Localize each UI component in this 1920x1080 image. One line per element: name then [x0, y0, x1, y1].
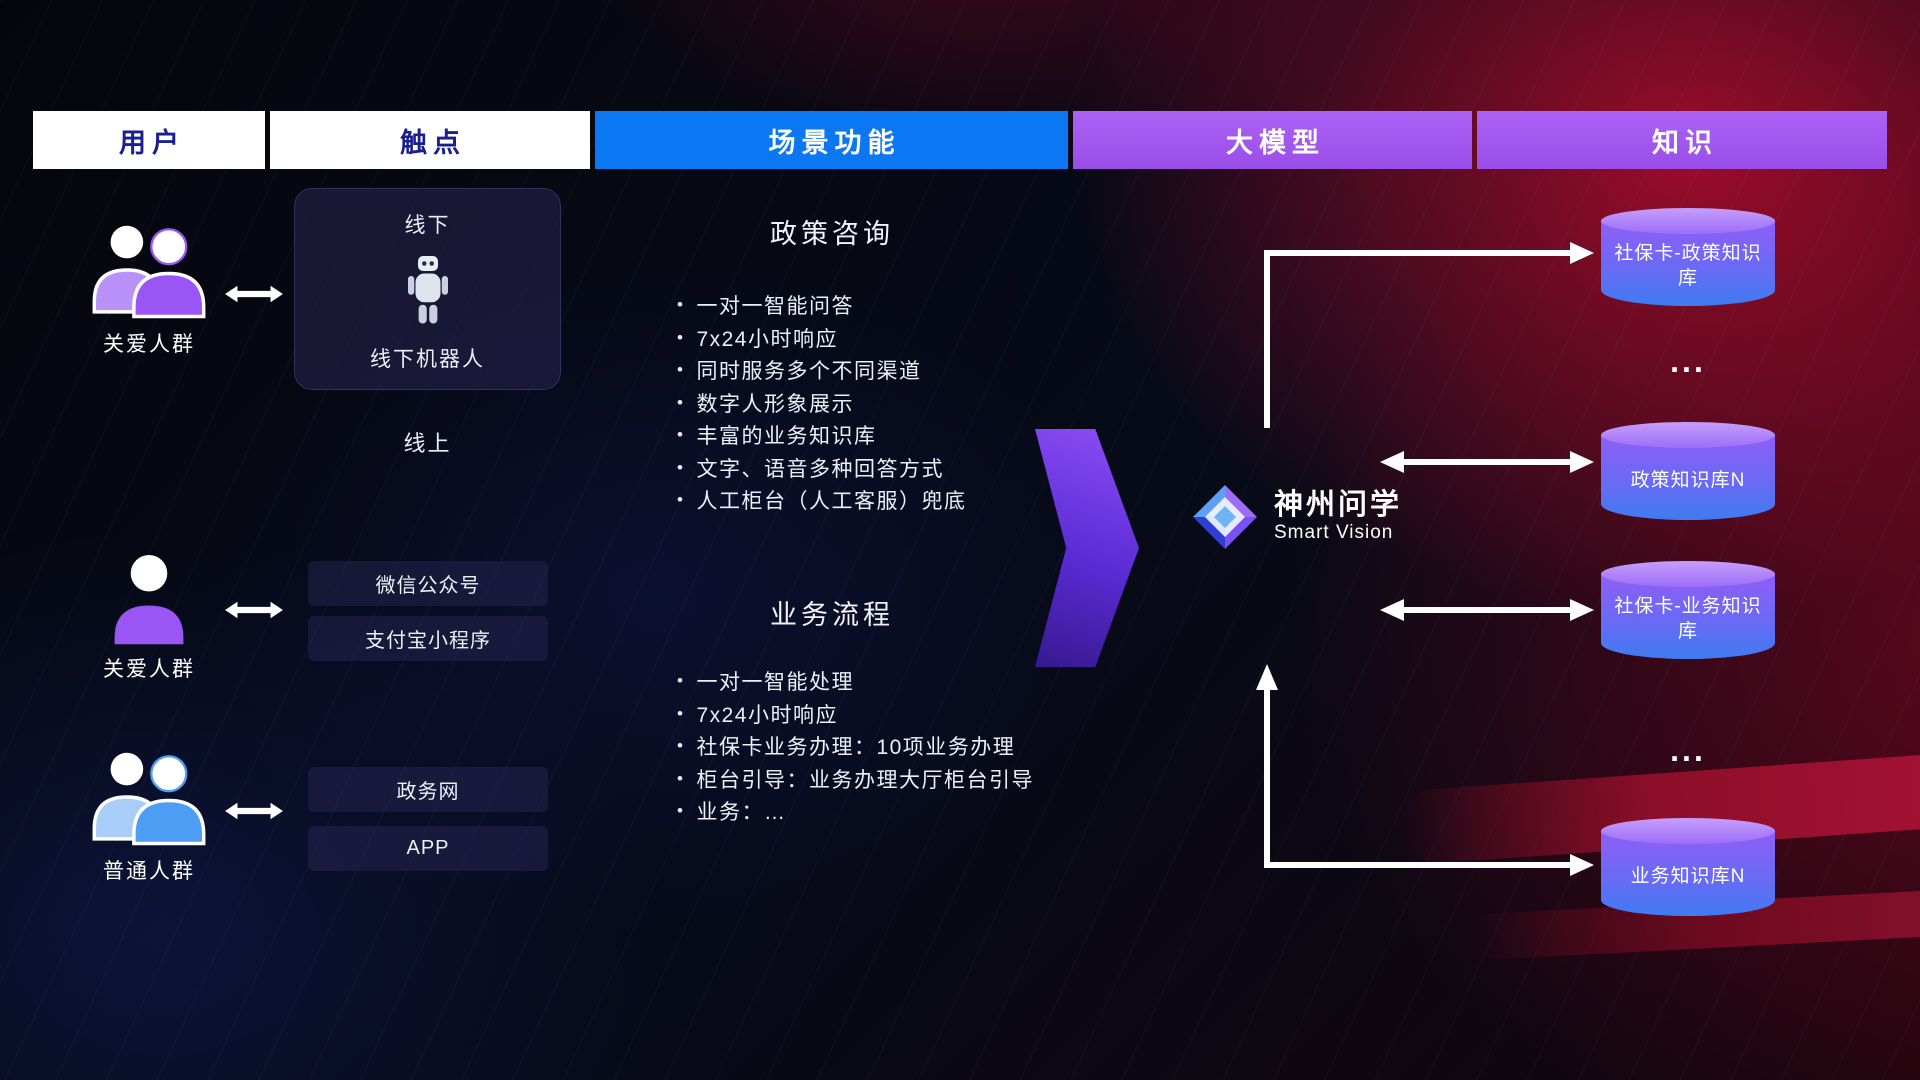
touchpoint-item-wechat: 微信公众号: [308, 561, 548, 606]
scenario-item: 文字、语音多种回答方式: [677, 452, 966, 485]
touchpoint-item-alipay: 支付宝小程序: [308, 616, 548, 661]
scenario-item: 7x24小时响应: [677, 322, 966, 355]
db-cylinder-top: [1601, 422, 1775, 448]
bidirectional-arrow-icon: [225, 601, 283, 619]
bidirectional-arrow-icon: [225, 285, 283, 303]
scenario-item: 人工柜台（人工客服）兜底: [677, 484, 966, 517]
user-group-label: 关爱人群: [103, 333, 195, 356]
scenario-business-list: 一对一智能处理 7x24小时响应 社保卡业务办理：10项业务办理 柜台引导：业务…: [677, 665, 1034, 828]
model-subtitle: Smart Vision: [1274, 521, 1394, 543]
db-cylinder-body: [1601, 435, 1775, 520]
smart-vision-logo-icon: [1193, 485, 1257, 549]
scenario-item: 一对一智能处理: [677, 665, 1034, 698]
knowledge-db-business-n: 业务知识库N: [1601, 818, 1775, 916]
knowledge-db-policy-n: 政策知识库N: [1601, 422, 1775, 520]
user-group-caring-1: 关爱人群: [74, 218, 224, 358]
user-group-caring-2: 关爱人群: [74, 549, 224, 683]
scenario-item: 数字人形象展示: [677, 387, 966, 420]
model-text-block: 神州问学 Smart Vision: [1274, 488, 1403, 545]
offline-title: 线下: [404, 214, 451, 237]
smart-vision-logo: 神州问学 Smart Vision: [1190, 482, 1402, 552]
offline-robot-label: 线下机器人: [370, 348, 485, 371]
scenario-policy-list: 一对一智能问答 7x24小时响应 同时服务多个不同渠道 数字人形象展示 丰富的业…: [677, 289, 966, 517]
model-name: 神州问学: [1274, 488, 1403, 521]
scenario-policy-title: 政策咨询: [770, 219, 894, 249]
scenario-item: 7x24小时响应: [677, 698, 1034, 731]
touchpoint-item-app: APP: [308, 826, 548, 871]
scenario-item: 柜台引导：业务办理大厅柜台引导: [677, 763, 1034, 796]
scenario-business-title: 业务流程: [770, 600, 894, 630]
scenario-item: 业务：…: [677, 795, 1034, 828]
user-group-label: 关爱人群: [103, 658, 195, 681]
column-header-knowledge: 知识: [1477, 111, 1887, 169]
column-header-users: 用户: [33, 111, 265, 169]
knowledge-db-policy-ssc: 社保卡-政策知识库: [1601, 208, 1775, 306]
db-cylinder-top: [1601, 561, 1775, 587]
db-label: 政策知识库N: [1630, 469, 1746, 491]
db-cylinder-top: [1601, 208, 1775, 234]
ellipsis-dots: ...: [1670, 343, 1706, 379]
touchpoint-item-gov-web: 政务网: [308, 767, 548, 812]
scenario-item: 社保卡业务办理：10项业务办理: [677, 730, 1034, 763]
column-header-touchpoints: 触点: [270, 111, 590, 169]
db-cylinder-body: [1601, 574, 1775, 659]
db-label: 社保卡-业务知识库: [1614, 596, 1762, 642]
person-purple-icon: [114, 555, 184, 645]
robot-icon: [407, 256, 448, 324]
user-group-label: 普通人群: [103, 860, 195, 883]
column-header-model: 大模型: [1073, 111, 1472, 169]
user-group-general: 普通人群: [74, 745, 224, 885]
scenario-item: 同时服务多个不同渠道: [677, 354, 966, 387]
db-cylinder-top: [1601, 818, 1775, 844]
people-group-purple-icon: [92, 225, 206, 319]
scenario-item: 丰富的业务知识库: [677, 419, 966, 452]
column-header-scenarios: 场景功能: [595, 111, 1068, 169]
db-cylinder-body: [1601, 221, 1775, 306]
offline-touchpoint-card: 线下 线下机器人: [294, 188, 561, 390]
ellipsis-dots: ...: [1670, 732, 1706, 768]
db-label: 社保卡-政策知识库: [1614, 243, 1762, 289]
bidirectional-arrow-icon: [225, 802, 283, 820]
scenario-item: 一对一智能问答: [677, 289, 966, 322]
knowledge-db-business-ssc: 社保卡-业务知识库: [1601, 561, 1775, 659]
db-label: 业务知识库N: [1630, 865, 1746, 887]
online-title: 线上: [403, 431, 452, 456]
people-group-blue-icon: [92, 752, 206, 846]
